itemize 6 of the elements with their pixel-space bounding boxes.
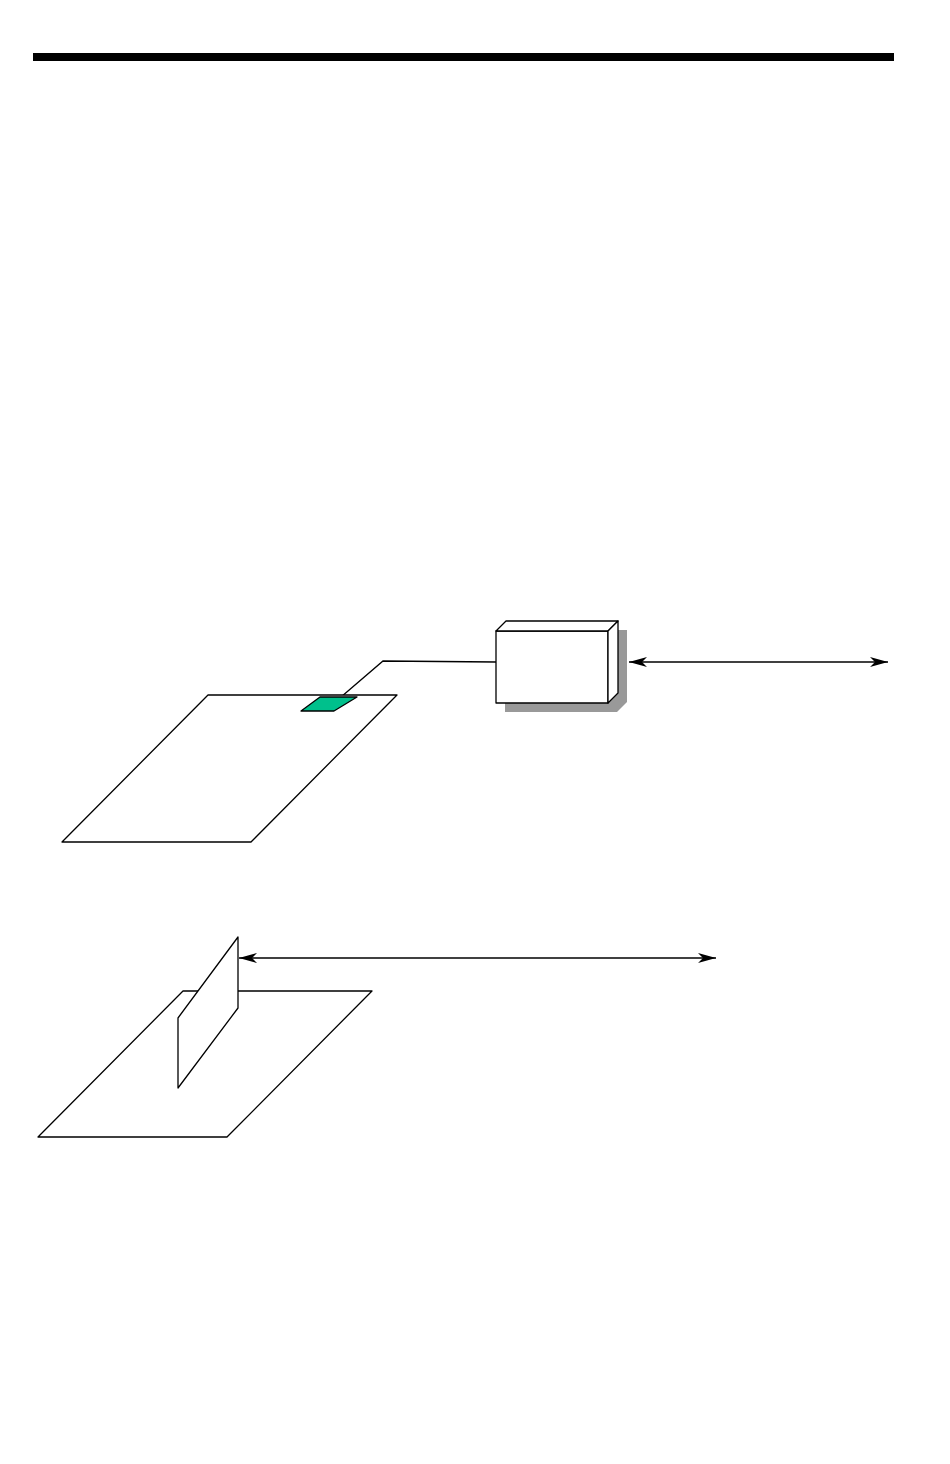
upright-card <box>178 937 238 1088</box>
flat-plate <box>62 695 397 842</box>
double-arrow <box>238 953 717 963</box>
device-box <box>496 621 627 712</box>
double-arrow <box>628 657 889 667</box>
small-tile <box>301 697 357 711</box>
